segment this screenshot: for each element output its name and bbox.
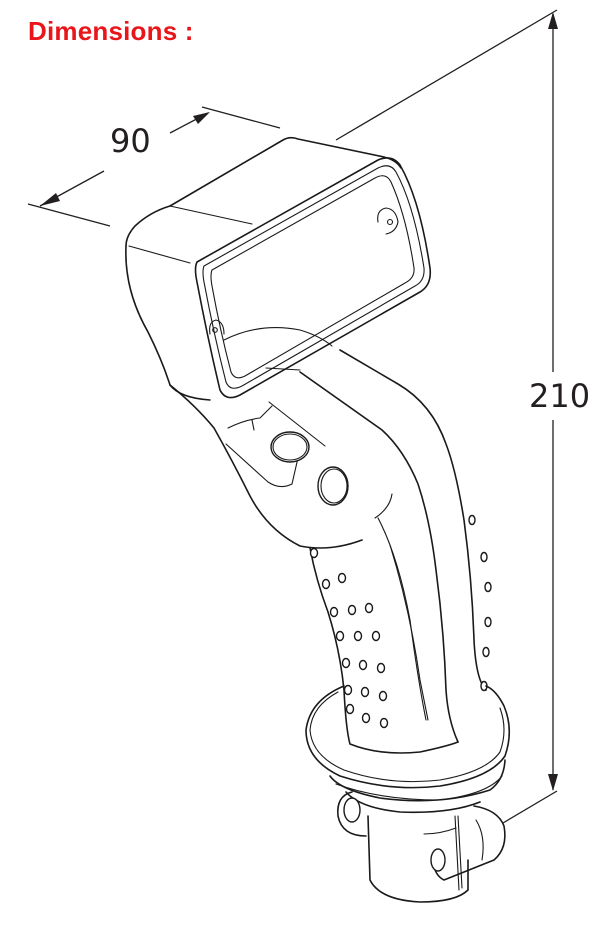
grip-body xyxy=(309,514,492,754)
width-dimension-label: 90 xyxy=(110,122,151,160)
grip-neck xyxy=(169,349,487,743)
height-dimension-lines xyxy=(335,9,558,824)
grip-flange xyxy=(305,685,511,814)
page-title: Dimensions : xyxy=(28,16,194,46)
height-dimension-label: 210 xyxy=(529,377,591,415)
grip-head xyxy=(125,136,432,401)
grip-dimples xyxy=(309,514,492,729)
grip-base xyxy=(336,791,506,903)
width-dimension-lines xyxy=(27,106,281,227)
